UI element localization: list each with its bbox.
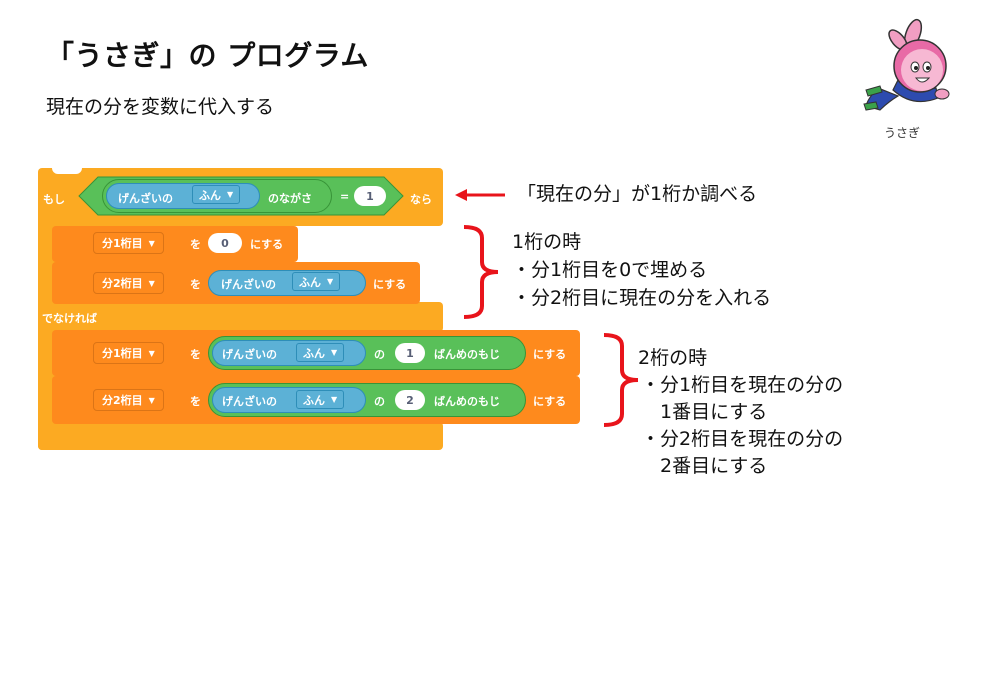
two-digit-line: ・分1桁目を現在の分の (641, 374, 844, 396)
dropdown-value: ふん (299, 275, 321, 289)
variable-name: 分2桁目 (102, 277, 143, 290)
variable-name: 分2桁目 (102, 394, 143, 407)
two-digit-heading: 2桁の時 (638, 347, 708, 369)
to-label: を (190, 278, 201, 291)
suffix-label: にする (250, 238, 284, 251)
index-input[interactable]: 1 (395, 343, 425, 363)
if-label: もし (43, 193, 65, 206)
chevron-down-icon: ▼ (148, 395, 155, 405)
page-subtitle: 現在の分を変数に代入する (46, 96, 275, 118)
value-input[interactable]: 0 (208, 233, 242, 253)
dropdown-value: ふん (303, 393, 325, 407)
sensing-label: げんざいの (222, 395, 277, 408)
chevron-down-icon: ▼ (148, 238, 155, 248)
dropdown-value: ふん (199, 188, 221, 202)
variable-dropdown[interactable]: 分1桁目 ▼ (93, 232, 164, 254)
letter-label: ばんめのもじ (434, 395, 500, 408)
to-label: を (190, 395, 201, 408)
else-label: でなければ (42, 312, 97, 325)
rabbit-character-icon (863, 18, 950, 111)
two-digit-line: 1番目にする (641, 401, 768, 423)
time-unit-dropdown[interactable]: ふん ▼ (296, 390, 345, 409)
one-digit-line: ・分2桁目に現在の分を入れる (512, 287, 772, 309)
chevron-down-icon: ▼ (327, 277, 334, 286)
sprite-name: うさぎ (884, 126, 921, 140)
to-label: を (190, 348, 201, 361)
chevron-down-icon: ▼ (227, 190, 234, 199)
then-label: なら (410, 193, 432, 206)
if-else-bottom (38, 422, 443, 450)
suffix-label: にする (373, 278, 407, 291)
letter-label: ばんめのもじ (434, 348, 500, 361)
length-label: のながさ (268, 192, 312, 205)
chevron-down-icon: ▼ (148, 348, 155, 358)
time-unit-dropdown[interactable]: ふん ▼ (292, 272, 341, 291)
chevron-down-icon: ▼ (148, 278, 155, 288)
variable-name: 分1桁目 (102, 237, 143, 250)
suffix-label: にする (533, 348, 567, 361)
variable-name: 分1桁目 (102, 347, 143, 360)
sensing-label: げんざいの (118, 192, 173, 205)
sensing-label: げんざいの (222, 348, 277, 361)
variable-dropdown[interactable]: 分2桁目 ▼ (93, 389, 164, 411)
chevron-down-icon: ▼ (331, 348, 338, 357)
time-unit-dropdown[interactable]: ふん ▼ (192, 185, 241, 204)
to-label: を (190, 238, 201, 251)
equals-sign: = (340, 190, 350, 203)
of-label: の (374, 395, 385, 408)
two-digit-line: ・分2桁目を現在の分の (641, 428, 844, 450)
variable-dropdown[interactable]: 分2桁目 ▼ (93, 272, 164, 294)
of-label: の (374, 348, 385, 361)
sensing-label: げんざいの (221, 278, 276, 291)
variable-dropdown[interactable]: 分1桁目 ▼ (93, 342, 164, 364)
two-digit-line: 2番目にする (641, 455, 768, 477)
index-input[interactable]: 2 (395, 390, 425, 410)
dropdown-value: ふん (303, 346, 325, 360)
one-digit-line: ・分1桁目を0で埋める (512, 259, 708, 281)
chevron-down-icon: ▼ (331, 395, 338, 404)
compare-value-input[interactable]: 1 (354, 186, 386, 206)
right-brace-icon (603, 333, 639, 427)
condition-note: 「現在の分」が1桁か調べる (517, 183, 758, 205)
else-section[interactable] (38, 302, 443, 332)
time-unit-dropdown[interactable]: ふん ▼ (296, 343, 345, 362)
block-notch (52, 168, 82, 174)
page-title: 「うさぎ」の プログラム (46, 39, 369, 72)
right-brace-icon (463, 225, 499, 319)
left-arrow-icon (455, 189, 505, 201)
suffix-label: にする (533, 395, 567, 408)
one-digit-heading: 1桁の時 (512, 231, 582, 253)
